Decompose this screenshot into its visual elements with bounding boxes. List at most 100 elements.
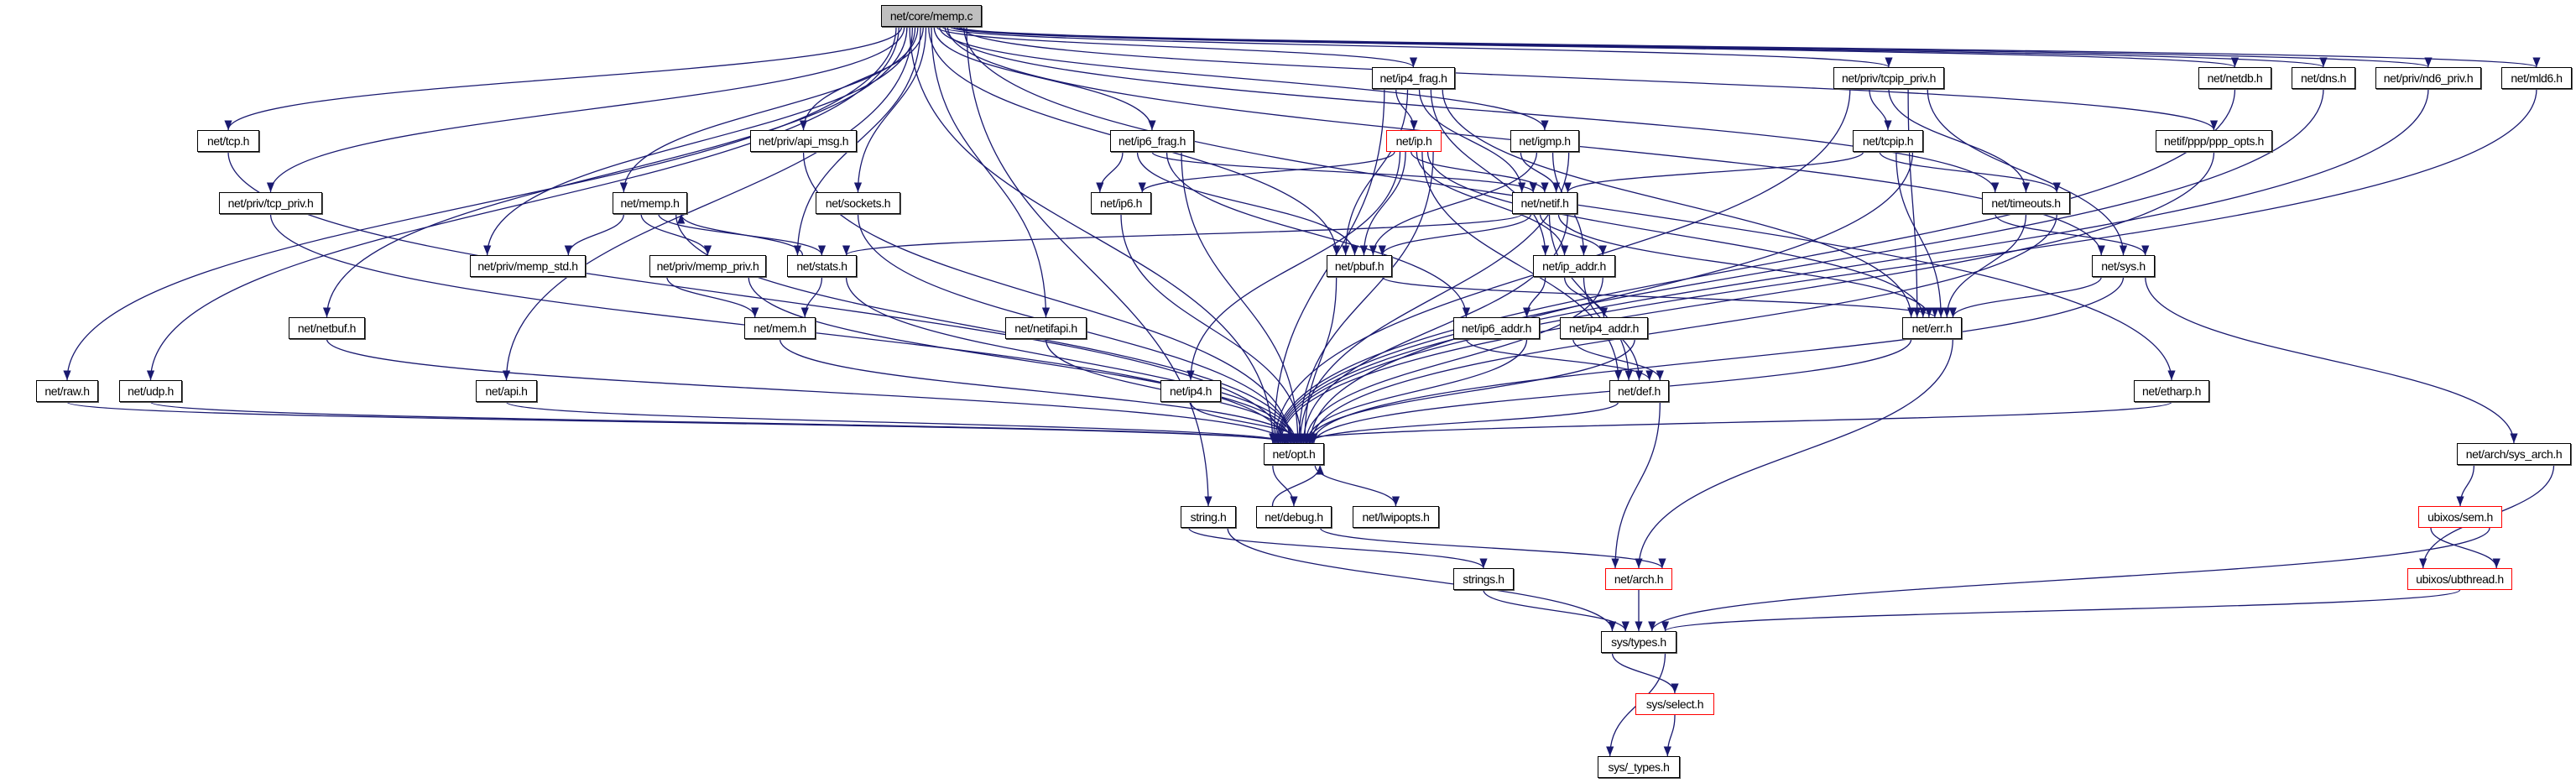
graph-node-pbuf[interactable]: net/pbuf.h	[1327, 255, 1392, 277]
edge-pbuf-to-err	[1381, 276, 1939, 318]
edge-ip4_addr-to-opt	[1304, 338, 1635, 444]
graph-node-ip4-addr[interactable]: net/ip4_addr.h	[1560, 317, 1648, 339]
graph-node-string[interactable]: string.h	[1181, 506, 1236, 528]
edge-ip4-to-opt	[1190, 401, 1306, 444]
edge-select-to-_types	[1663, 714, 1676, 757]
graph-node-netif[interactable]: net/netif.h	[1512, 192, 1577, 214]
node-label: net/ip4_frag.h	[1379, 71, 1447, 85]
graph-node-ip6-addr[interactable]: net/ip6_addr.h	[1453, 317, 1540, 339]
edge-memp_priv-to-mem	[666, 276, 759, 318]
graph-node-err[interactable]: net/err.h	[1902, 317, 1962, 339]
edge-opt-to-lwipopts	[1314, 464, 1400, 507]
graph-node-sem[interactable]: ubixos/sem.h	[2418, 506, 2502, 528]
graph-node-stats[interactable]: net/stats.h	[787, 255, 857, 277]
node-label: net/ip6.h	[1099, 196, 1143, 210]
graph-node-memp-c[interactable]: net/core/memp.c	[881, 5, 982, 27]
graph-node-mem[interactable]: net/mem.h	[744, 317, 816, 339]
graph-node-ip[interactable]: net/ip.h	[1386, 130, 1442, 152]
graph-node-strings[interactable]: strings.h	[1453, 568, 1514, 590]
edge-ip6_frag-to-opt	[1181, 151, 1302, 444]
node-label: net/raw.h	[44, 384, 90, 398]
graph-node-api[interactable]: net/api.h	[476, 380, 537, 402]
edge-memp_c-to-api_msg	[799, 26, 924, 131]
node-label: ubixos/ubthread.h	[2416, 572, 2504, 586]
graph-node-ip-addr[interactable]: net/ip_addr.h	[1533, 255, 1615, 277]
graph-node-memp[interactable]: net/memp.h	[613, 192, 687, 214]
graph-node-netifapi[interactable]: net/netifapi.h	[1005, 317, 1087, 339]
edge-tcpip_priv-to-timeouts	[1888, 88, 2031, 193]
graph-node-select[interactable]: sys/select.h	[1635, 693, 1714, 715]
graph-node-ubthread[interactable]: ubixos/ubthread.h	[2407, 568, 2512, 590]
graph-node-nd6-priv[interactable]: net/priv/nd6_priv.h	[2375, 67, 2481, 89]
edge-memp_c-to-string	[966, 26, 1212, 507]
graph-node-ip6-frag[interactable]: net/ip6_frag.h	[1110, 130, 1194, 152]
graph-node-udp[interactable]: net/udp.h	[119, 380, 182, 402]
node-label: strings.h	[1463, 572, 1504, 586]
edge-udp-to-opt	[149, 401, 1292, 444]
edge-netif-to-stats	[842, 213, 1523, 256]
edge-memp_c-to-netifapi	[931, 26, 1051, 318]
graph-node-tcpip-priv[interactable]: net/priv/tcpip_priv.h	[1833, 67, 1944, 89]
graph-node-api-msg[interactable]: net/priv/api_msg.h	[750, 130, 857, 152]
edge-tcpip-to-err	[1895, 151, 1945, 318]
graph-node-sys-arch[interactable]: net/arch/sys_arch.h	[2457, 443, 2571, 465]
edge-types-to-select	[1611, 652, 1679, 694]
graph-node-ip4-frag[interactable]: net/ip4_frag.h	[1372, 67, 1455, 89]
node-label: net/tcp.h	[206, 134, 250, 148]
edge-memp_c-to-igmp	[939, 26, 1549, 131]
node-label: net/tcpip.h	[1862, 134, 1914, 148]
graph-node-opt[interactable]: net/opt.h	[1264, 443, 1324, 465]
graph-node-tcpip[interactable]: net/tcpip.h	[1853, 130, 1923, 152]
edge-ip4_frag-to-ip_addr	[1430, 88, 1550, 256]
edge-memp_c-to-netdb	[949, 26, 2239, 68]
node-label: net/mem.h	[754, 321, 806, 335]
graph-node-etharp[interactable]: net/etharp.h	[2134, 380, 2209, 402]
edge-stats-to-opt	[845, 276, 1300, 444]
graph-node-debug[interactable]: net/debug.h	[1256, 506, 1332, 528]
node-label: net/timeouts.h	[1991, 196, 2061, 210]
node-label: net/priv/nd6_priv.h	[2383, 71, 2474, 85]
edge-memp_c-to-memp	[619, 26, 919, 193]
node-label: net/priv/tcp_priv.h	[227, 196, 314, 210]
graph-node-tcp[interactable]: net/tcp.h	[197, 130, 259, 152]
edge-ip4_frag-to-err	[1442, 88, 1916, 318]
edge-sem-to-types	[1648, 527, 2490, 632]
graph-node-mld6[interactable]: net/mld6.h	[2501, 67, 2572, 89]
graph-node-raw[interactable]: net/raw.h	[36, 380, 98, 402]
edge-api-to-opt	[505, 401, 1291, 444]
edge-nd6_priv-to-opt	[1275, 88, 2429, 444]
graph-node-tcp-priv[interactable]: net/priv/tcp_priv.h	[219, 192, 322, 214]
graph-node-timeouts[interactable]: net/timeouts.h	[1982, 192, 2070, 214]
graph-node-netbuf[interactable]: net/netbuf.h	[289, 317, 365, 339]
node-label: net/def.h	[1618, 384, 1661, 398]
graph-node-sys[interactable]: net/sys.h	[2092, 255, 2155, 277]
graph-node-netdb[interactable]: net/netdb.h	[2198, 67, 2271, 89]
edge-debug-to-arch	[1319, 527, 1666, 569]
graph-node-memp-priv[interactable]: net/priv/memp_priv.h	[649, 255, 766, 277]
graph-node-lwipopts[interactable]: net/lwipopts.h	[1353, 506, 1439, 528]
node-label: string.h	[1190, 510, 1227, 524]
graph-node-ip6[interactable]: net/ip6.h	[1091, 192, 1151, 214]
edge-string-to-types	[1227, 527, 1617, 632]
node-label: netif/ppp/ppp_opts.h	[2164, 134, 2264, 148]
edge-memp_c-to-ip4_frag	[936, 26, 1417, 68]
graph-node-sockets[interactable]: net/sockets.h	[816, 192, 900, 214]
graph-node-ppp-opts[interactable]: netif/ppp/ppp_opts.h	[2156, 130, 2272, 152]
node-label: net/dns.h	[2301, 71, 2346, 85]
edge-timeouts-to-opt	[1307, 213, 2057, 444]
edge-strings-to-types	[1483, 589, 1630, 632]
edge-memp_c-to-tcpip_priv	[941, 26, 1893, 68]
graph-node-def[interactable]: net/def.h	[1609, 380, 1669, 402]
graph-node-ip4[interactable]: net/ip4.h	[1160, 380, 1221, 402]
graph-node-types[interactable]: sys/types.h	[1601, 631, 1676, 653]
graph-node-igmp[interactable]: net/igmp.h	[1510, 130, 1579, 152]
node-label: net/ip4.h	[1169, 384, 1212, 398]
graph-node-memp-std[interactable]: net/priv/memp_std.h	[470, 255, 586, 277]
graph-node-dns[interactable]: net/dns.h	[2292, 67, 2355, 89]
node-label: net/arch.h	[1614, 572, 1664, 586]
edge-ip4_frag-to-netif	[1418, 88, 1526, 193]
edge-def-to-opt	[1305, 401, 1619, 444]
graph-node-arch[interactable]: net/arch.h	[1605, 568, 1672, 590]
node-label: net/sys.h	[2101, 259, 2146, 273]
graph-node--types[interactable]: sys/_types.h	[1598, 756, 1680, 778]
